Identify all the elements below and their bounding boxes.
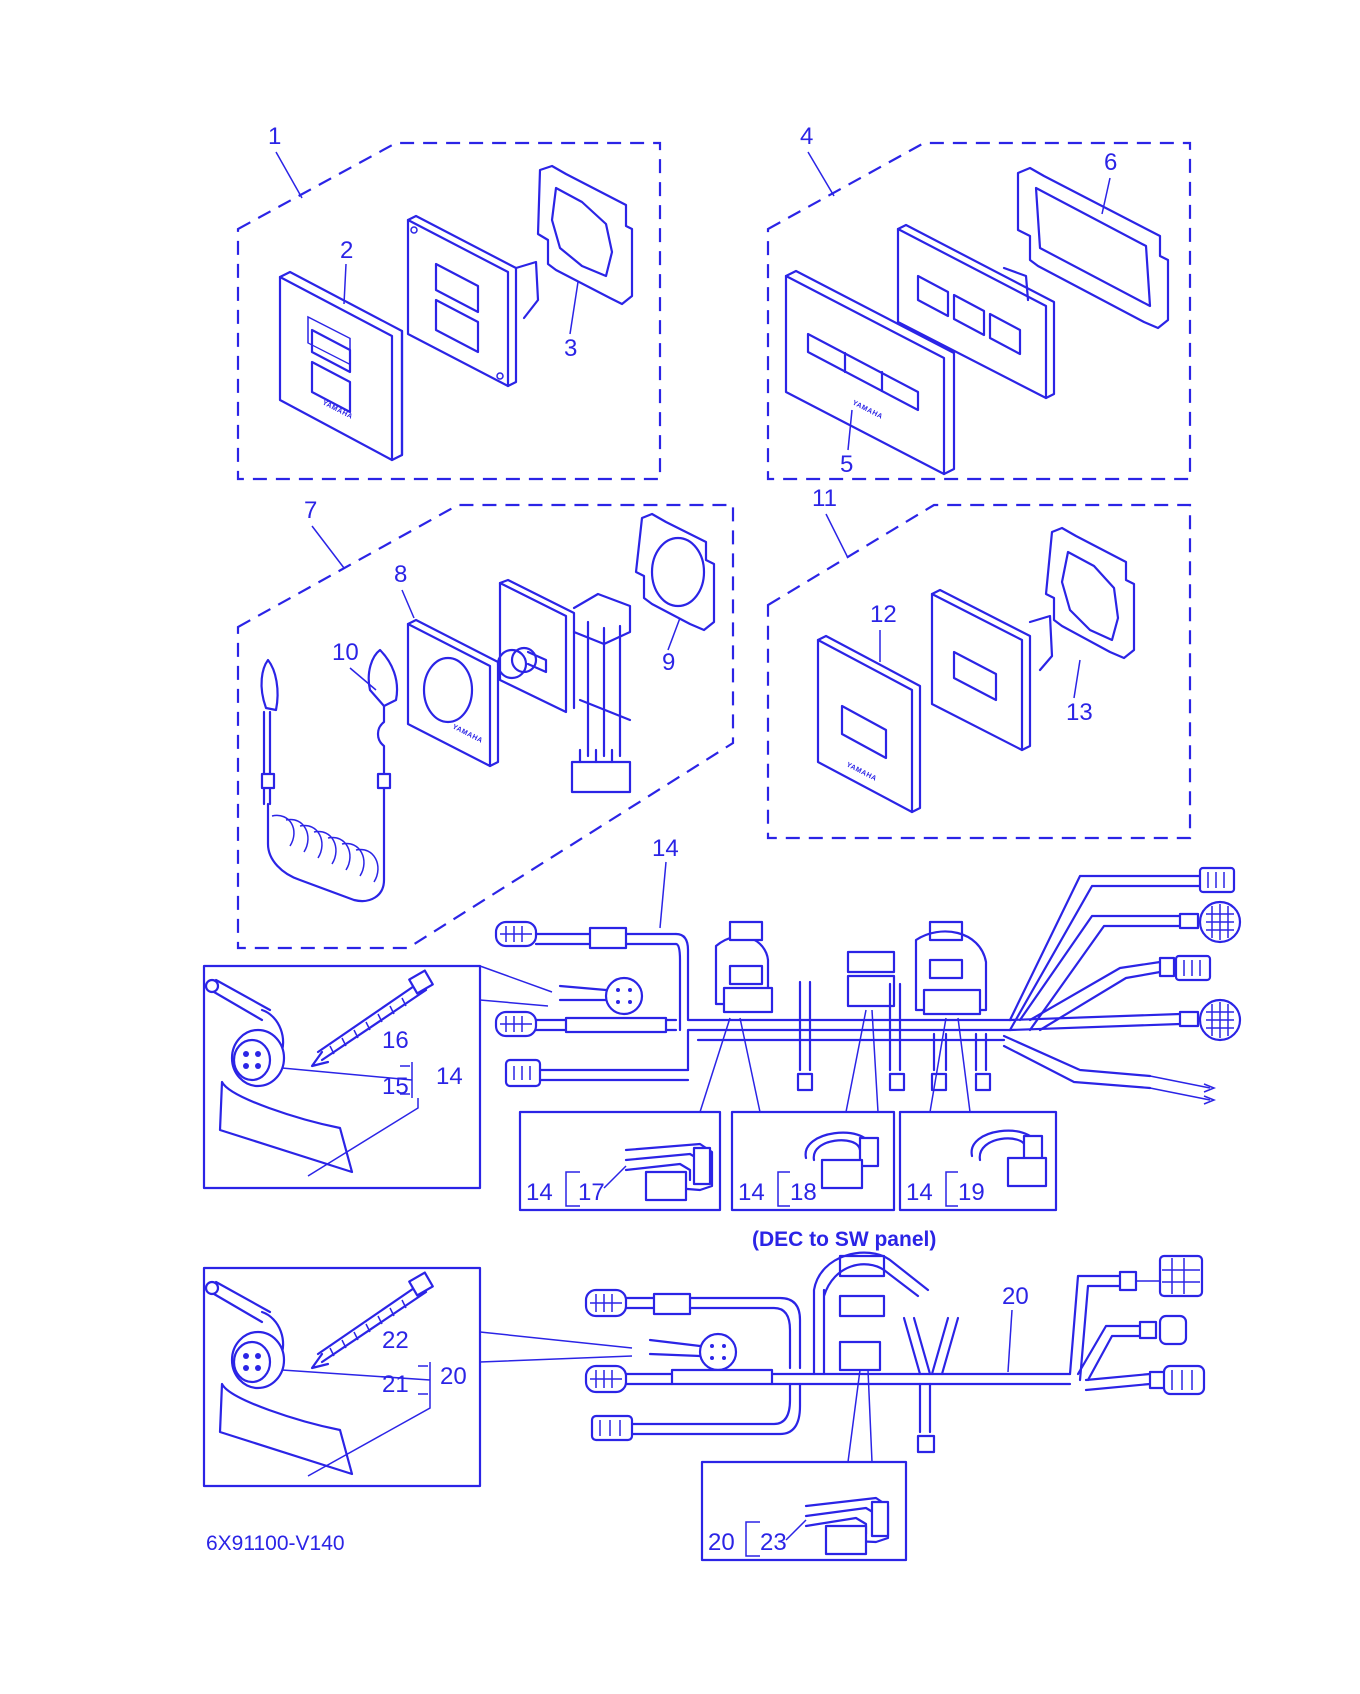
callout-labels: 1 2 3 4 5 6 7 8 9 10 11 12 13 14 16 15 1… <box>206 123 1117 1556</box>
insets-17-18-19 <box>518 1009 1058 1212</box>
harness-20 <box>584 1251 1206 1454</box>
callout-16: 16 <box>382 1027 409 1054</box>
callout-1: 1 <box>268 123 281 150</box>
callout-14-19: 14 <box>906 1179 933 1206</box>
diagram-code: 6X91100-V140 <box>206 1532 345 1555</box>
inset-23 <box>700 1369 908 1562</box>
callout-23: 23 <box>760 1529 787 1556</box>
callout-2: 2 <box>340 237 353 264</box>
callout-11: 11 <box>812 485 837 512</box>
group-7-stop-switch-lanyard: YAMAHA <box>236 503 735 950</box>
callout-3: 3 <box>564 335 577 362</box>
callout-6: 6 <box>1104 149 1117 176</box>
callout-8: 8 <box>394 561 407 588</box>
harness-14 <box>494 861 1242 1105</box>
inset-15-16 <box>202 964 553 1190</box>
group-11-single-switch-panel: YAMAHA <box>766 503 1192 840</box>
callout-14-17: 14 <box>526 1179 553 1206</box>
callout-20-23: 20 <box>708 1529 735 1556</box>
inset-21-22 <box>202 1266 633 1488</box>
callout-14-inset: 14 <box>436 1063 463 1090</box>
brand-mark: YAMAHA <box>851 400 884 421</box>
callout-12: 12 <box>870 601 897 628</box>
callout-20-inset: 20 <box>440 1363 467 1390</box>
callout-13: 13 <box>1066 699 1093 726</box>
callout-22: 22 <box>382 1327 409 1354</box>
callout-9: 9 <box>662 649 675 676</box>
callout-5: 5 <box>840 451 853 478</box>
callout-18: 18 <box>790 1179 817 1206</box>
callout-20-harness: 20 <box>1002 1283 1029 1310</box>
callout-4: 4 <box>800 123 813 150</box>
callout-17: 17 <box>578 1179 605 1206</box>
callout-10: 10 <box>332 639 359 666</box>
callout-19: 19 <box>958 1179 985 1206</box>
group-4-triple-switch-panel: YAMAHA <box>766 141 1192 481</box>
group-1-dual-switch-panel: YAMAHA <box>236 141 662 481</box>
callout-7: 7 <box>304 497 317 524</box>
caption-dec-to-sw-panel: (DEC to SW panel) <box>752 1228 936 1251</box>
callout-15: 15 <box>382 1073 409 1100</box>
callout-21: 21 <box>382 1371 409 1398</box>
callout-14-18: 14 <box>738 1179 765 1206</box>
brand-mark: YAMAHA <box>451 724 484 745</box>
callout-14-harness: 14 <box>652 835 679 862</box>
